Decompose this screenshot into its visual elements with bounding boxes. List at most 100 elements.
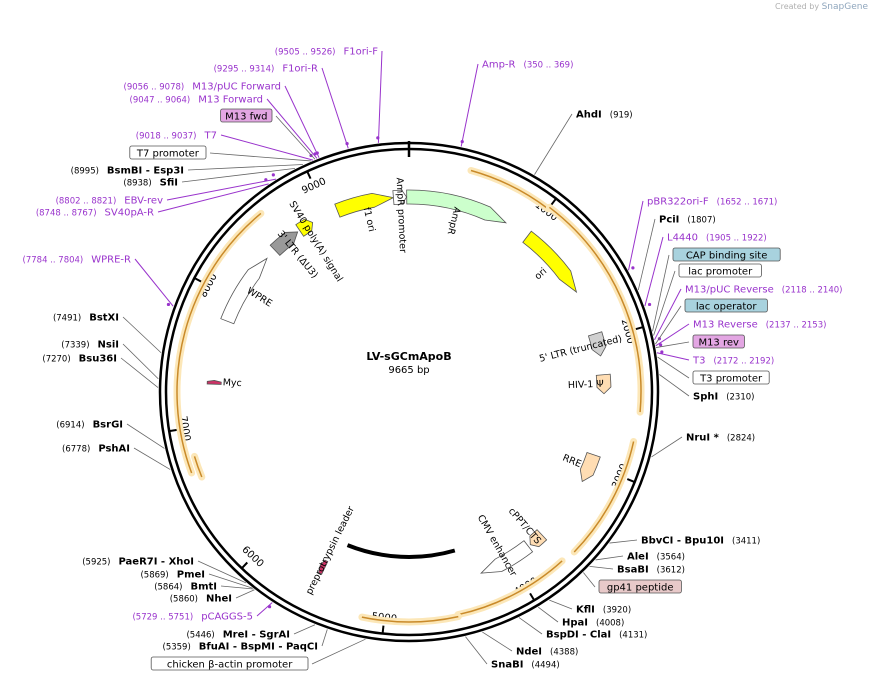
site-label[interactable]: M13 rev: [692, 334, 745, 349]
feature-13: [269, 231, 299, 256]
site-name: SV40pA-R: [105, 208, 154, 219]
tick-mark: [626, 478, 636, 483]
site-label[interactable]: L4440(1905 .. 1922): [667, 233, 767, 244]
site-label[interactable]: lac promoter: [678, 263, 762, 278]
site-label[interactable]: BsmBI - Esp3I(8995): [71, 166, 184, 177]
site-label[interactable]: M13/pUC Forward(9056 .. 9078): [124, 82, 281, 93]
site-position: (3564): [657, 553, 685, 563]
site-label[interactable]: BbvCI - Bpu10I(3411): [641, 536, 760, 547]
label-leaders: [120, 50, 690, 665]
site-label[interactable]: PshAI(6778): [62, 444, 130, 455]
site-name: BmtI: [190, 582, 217, 593]
site-label[interactable]: PmeI(5869): [140, 570, 205, 581]
orf-arc-line: [176, 212, 262, 474]
leader-line: [321, 67, 349, 149]
site-name: pCAGGS-5: [201, 612, 253, 623]
leader-line: [655, 305, 682, 345]
site-label[interactable]: NruI *(2824): [686, 433, 755, 444]
feature-2: [406, 189, 508, 224]
site-label[interactable]: BspDI - ClaI(4131): [546, 630, 647, 641]
site-label[interactable]: HpaI(4008): [562, 618, 624, 629]
site-position: (1905 .. 1922): [706, 234, 767, 244]
site-label[interactable]: BfuAI - BspMI - PaqCI(5359): [163, 642, 318, 653]
snapgene-credit: Created by SnapGene: [775, 2, 868, 12]
site-position: (5864): [154, 583, 182, 593]
site-label[interactable]: EBV-rev(8802 .. 8821): [56, 196, 163, 207]
site-position: (9018 .. 9037): [136, 132, 197, 142]
feature-label: 5' LTR (truncated): [538, 334, 623, 365]
feature-label: f1 ori: [361, 206, 377, 233]
ring-inner: [164, 147, 654, 637]
site-label[interactable]: PaeR7I - XhoI(5925): [82, 557, 194, 568]
site-label[interactable]: BsrGI(6914): [56, 420, 123, 431]
site-label[interactable]: T7(9018 .. 9037): [136, 131, 217, 142]
site-label[interactable]: pBR322ori-F(1652 .. 1671): [647, 197, 777, 208]
site-position: (350 .. 369): [524, 61, 574, 71]
leader-line: [311, 638, 366, 665]
leader-line: [482, 631, 513, 652]
site-label[interactable]: T3 promoter: [692, 370, 770, 385]
site-label[interactable]: pCAGGS-5(5729 .. 5751): [132, 612, 253, 623]
site-position: (1652 .. 1671): [717, 198, 778, 208]
site-name: M13/pUC Reverse: [685, 285, 774, 296]
site-position: (3612): [657, 566, 685, 576]
site-name: BspDI - ClaI: [546, 630, 611, 641]
site-label[interactable]: BstXI(7491): [53, 313, 119, 324]
leader-line: [659, 374, 690, 397]
leader-line: [589, 565, 614, 570]
site-label[interactable]: SV40pA-R(8748 .. 8767): [36, 208, 154, 219]
site-label[interactable]: SnaBI(4494): [491, 660, 560, 671]
site-name: lac operator: [696, 302, 757, 313]
site-label[interactable]: M13/pUC Reverse(2118 .. 2140): [685, 285, 842, 296]
site-label[interactable]: BmtI (5864): [154, 582, 217, 593]
orf-arc-line: [548, 206, 642, 413]
tick-mark: [306, 170, 312, 180]
site-label[interactable]: gp41 peptide: [598, 579, 682, 594]
site-label[interactable]: NdeI(4388): [516, 647, 578, 658]
site-name: T7 promoter: [136, 149, 200, 160]
tick-mark: [381, 625, 385, 634]
site-label[interactable]: PciI(1807): [659, 215, 716, 226]
site-label[interactable]: AleI(3564): [627, 552, 685, 563]
site-label[interactable]: F1ori-F(9505 .. 9526): [275, 47, 378, 58]
site-name: NruI *: [686, 433, 720, 444]
site-label[interactable]: M13 Reverse(2137 .. 2153): [693, 320, 826, 331]
tick-mark: [193, 277, 202, 283]
site-label[interactable]: SphI(2310): [693, 392, 754, 403]
feature-label: AmpR promoter: [394, 177, 408, 253]
site-label[interactable]: KflI(3920): [576, 605, 631, 616]
site-label[interactable]: M13 fwd: [220, 108, 273, 123]
site-label[interactable]: BsaBI(3612): [617, 565, 685, 576]
site-name: lac promoter: [688, 267, 753, 278]
label-box: [150, 656, 309, 671]
site-label[interactable]: chicken β-actin promoter: [150, 656, 309, 671]
feature-label: cPPT/CTS: [506, 506, 543, 547]
site-label[interactable]: WPRE-R(7784 .. 7804): [23, 255, 132, 266]
feature-1: [392, 189, 408, 206]
site-label[interactable]: NsiI(7339): [61, 340, 119, 351]
leader-line: [122, 316, 162, 354]
site-label[interactable]: F1ori-R(9295 .. 9314): [214, 64, 318, 75]
site-label[interactable]: M13 Forward(9047 .. 9064): [130, 95, 263, 106]
site-label[interactable]: T3(2172 .. 2192): [692, 356, 774, 367]
site-label[interactable]: Bsu36I(7270): [42, 354, 117, 365]
site-label[interactable]: NheI(5860): [170, 594, 232, 605]
site-name: BbvCI - Bpu10I: [641, 536, 724, 547]
site-label[interactable]: T7 promoter: [129, 145, 207, 160]
site-name: AhdI: [576, 110, 602, 121]
site-position: (7339): [61, 341, 89, 351]
leader-line: [275, 115, 316, 160]
site-label[interactable]: SfiI(8938): [123, 178, 178, 189]
site-position: (5860): [170, 595, 198, 605]
leader-line: [655, 323, 690, 347]
site-label[interactable]: MreI - SgrAI(5446): [186, 630, 290, 641]
site-label[interactable]: Amp-R(350 .. 369): [482, 60, 573, 71]
site-label[interactable]: AhdI(919): [576, 110, 633, 121]
feature-12: [220, 257, 268, 325]
site-label[interactable]: lac operator: [684, 298, 768, 313]
label-box: [598, 579, 682, 594]
primer-mark: [267, 605, 272, 609]
site-label[interactable]: CAP binding site: [672, 247, 781, 262]
